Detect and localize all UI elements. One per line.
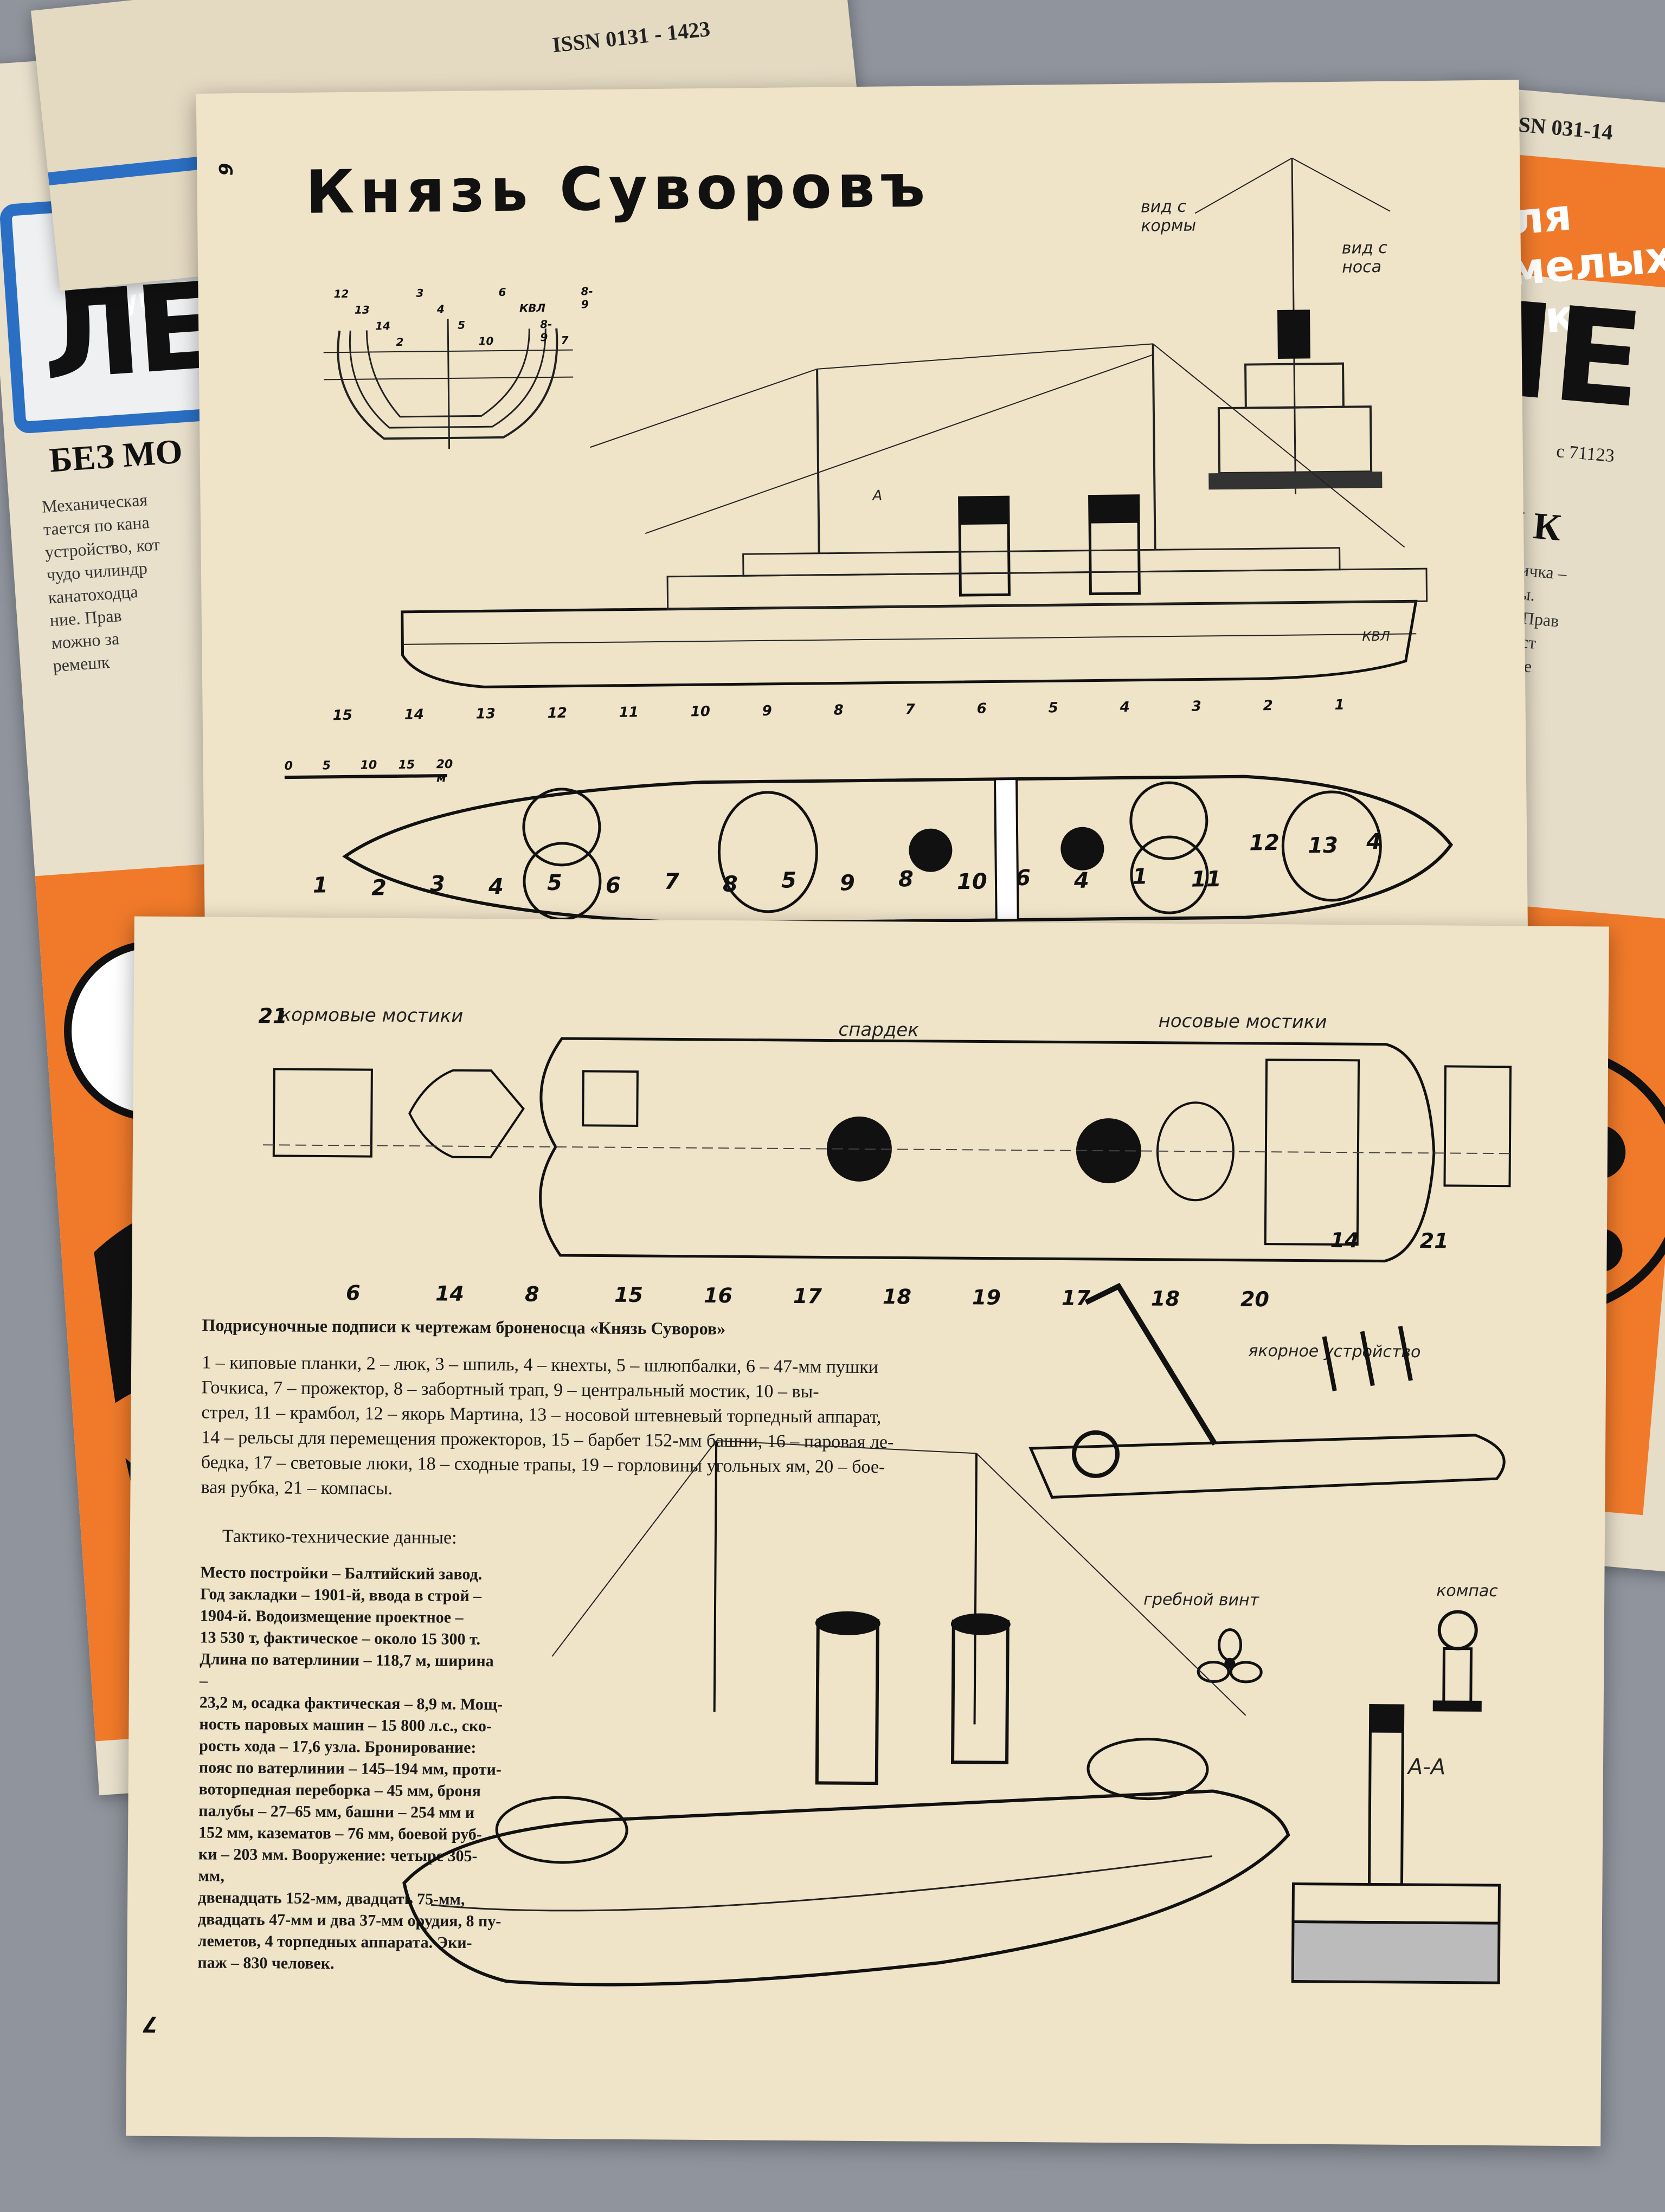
- plan-callout: 6: [1015, 865, 1031, 891]
- deck-callout: 15: [614, 1282, 644, 1307]
- page-title: Князь Суворовъ: [305, 151, 931, 227]
- caption-title: Подрисуночные подписи к чертежам бронено…: [202, 1315, 726, 1339]
- frame-number: 7: [905, 701, 915, 718]
- plan-callout: 12: [1249, 830, 1280, 856]
- plan-callout: 11: [1191, 867, 1222, 892]
- deck-callout: 8: [524, 1282, 539, 1306]
- plan-callout: 2: [371, 875, 387, 901]
- label-spardek: спардек: [838, 1018, 919, 1041]
- page-top-drawings: 6 Князь Суворовъ вид с кормы вид с носа …: [196, 80, 1528, 961]
- frame-number: 5: [1048, 700, 1058, 717]
- plan-callout: 4: [1073, 868, 1090, 893]
- page-number-bottom: 7: [143, 2011, 158, 2036]
- issn-text: ISSN 0131 - 1423: [551, 16, 711, 57]
- bow-stern-view-drawing: [1194, 157, 1391, 494]
- plan-callout: 8: [722, 872, 738, 897]
- plan-callout: 9: [839, 870, 856, 896]
- plan-callout: 13: [1308, 833, 1339, 859]
- deck-callout: 17: [793, 1284, 822, 1308]
- plan-callout: 7: [664, 869, 680, 894]
- index-text: с 71123: [1555, 441, 1616, 467]
- scale-label: 0: [284, 759, 293, 773]
- plan-callout: 1: [1132, 864, 1148, 889]
- label-compass: компас: [1436, 1581, 1498, 1601]
- ship-deck-plan: [342, 775, 1454, 925]
- plan-callout: 4: [488, 874, 504, 900]
- page-bottom-drawings: кормовые мостики спардек носовые мостики…: [126, 916, 1609, 2146]
- label-stern-bridges: кормовые мостики: [280, 1004, 464, 1027]
- frame-number: 15: [332, 707, 353, 724]
- scale-label: 15: [398, 758, 415, 772]
- deck-callout: 16: [703, 1283, 733, 1308]
- deck-callout: 6: [345, 1281, 361, 1305]
- propeller-icon: [1197, 1628, 1263, 1684]
- ship-side-profile: [401, 343, 1428, 688]
- frame-number: 3: [1191, 698, 1201, 715]
- frame-number: 6: [976, 700, 987, 717]
- plan-callout: 3: [429, 872, 446, 897]
- frame-number: 14: [404, 706, 425, 723]
- frame-number: 4: [1120, 699, 1130, 716]
- magazine-heading: БЕЗ МО: [48, 431, 184, 480]
- frame-number: 13: [475, 706, 496, 723]
- plan-callout: 10: [956, 869, 987, 895]
- section-mark-top: А: [872, 487, 883, 504]
- waterline-label: КВЛ: [1362, 628, 1391, 644]
- plan-callout: 1: [312, 873, 329, 898]
- ship-perspective-drawing: [402, 1440, 1290, 1987]
- deck-bridges-drawing: [262, 1037, 1512, 1263]
- deck-callout: 14: [1330, 1228, 1359, 1253]
- page-number: 6: [214, 163, 236, 176]
- label-bow-bridges: носовые мостики: [1158, 1010, 1327, 1033]
- scale-label: 5: [322, 759, 331, 773]
- anchor-device-drawing: [1028, 1282, 1506, 1499]
- section-aa-drawing: [1291, 1704, 1501, 1984]
- compass-icon: [1432, 1610, 1482, 1712]
- deck-callout: 18: [882, 1285, 912, 1309]
- frame-number: 9: [762, 702, 772, 719]
- frame-number: 11: [619, 704, 639, 721]
- deck-callout: 21: [1419, 1229, 1449, 1253]
- frame-number: 8: [833, 702, 844, 719]
- plan-callout: 5: [781, 868, 797, 893]
- frame-number: 2: [1263, 698, 1273, 714]
- deck-callout: 21: [258, 1004, 287, 1028]
- plan-callout: 4: [1366, 829, 1382, 855]
- deck-callout: 14: [435, 1281, 465, 1306]
- frame-number: 1: [1334, 697, 1345, 713]
- scale-label: 10: [360, 758, 377, 772]
- plan-callout: 8: [898, 867, 914, 892]
- frame-number: 10: [690, 703, 711, 720]
- plan-callout: 6: [605, 873, 621, 898]
- hull-lines-drawing: [323, 318, 574, 449]
- frame-number: 12: [547, 705, 568, 722]
- plan-callout: 5: [547, 870, 563, 896]
